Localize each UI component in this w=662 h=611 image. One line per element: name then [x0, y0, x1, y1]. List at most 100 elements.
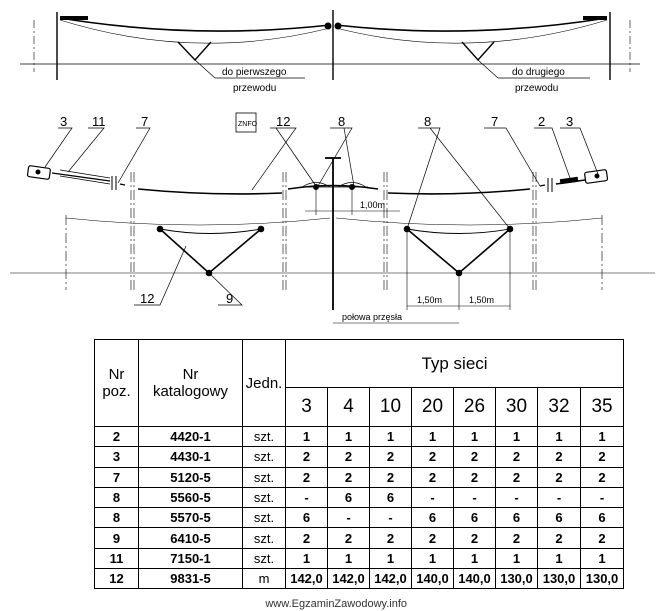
cell-value: 6: [285, 507, 328, 529]
cell-value: 2: [579, 446, 625, 468]
cell-value: 2: [327, 446, 370, 468]
cell-value: 2: [453, 466, 496, 488]
cell-value: 140,0: [411, 568, 454, 590]
cell-poz: 8: [94, 486, 139, 509]
anchor-right: [584, 169, 609, 184]
cell-value: 2: [537, 446, 581, 468]
conductor-left: [59, 17, 331, 32]
cell-value: 2: [411, 466, 454, 488]
cell-value: 6: [327, 486, 370, 509]
cell-poz: 2: [94, 425, 139, 448]
callout-11: 11: [92, 114, 106, 129]
cell-value: 130,0: [537, 568, 581, 590]
cell-value: 1: [411, 425, 454, 448]
callout-8-center: 8: [338, 114, 345, 129]
cell-poz: 9: [94, 527, 139, 549]
cell-katalog: 9831-5: [138, 568, 243, 590]
bridle-left: [177, 41, 212, 62]
callout-12-bottom: 12: [140, 291, 154, 306]
header-type-30: 30: [495, 387, 538, 427]
cell-jedn: szt.: [242, 507, 286, 529]
cell-value: -: [537, 486, 581, 509]
cell-value: -: [411, 486, 454, 509]
cell-value: 142,0: [369, 568, 412, 590]
cell-value: 2: [327, 527, 370, 549]
cell-value: 2: [285, 466, 328, 488]
cell-value: 1: [327, 425, 370, 448]
callout-3-left: 3: [60, 114, 67, 129]
cell-value: 1: [327, 547, 370, 570]
cell-value: -: [579, 486, 625, 509]
cell-poz: 8: [94, 507, 139, 529]
callout-7-left: 7: [141, 114, 148, 129]
cell-value: -: [327, 507, 370, 529]
cell-value: 1: [285, 547, 328, 570]
cell-value: -: [285, 486, 328, 509]
zn-logo: ZNFO: [235, 112, 258, 133]
cell-jedn: szt.: [242, 547, 286, 570]
header-type-20: 20: [411, 387, 454, 427]
cell-value: 1: [579, 425, 625, 448]
cell-jedn: szt.: [242, 486, 286, 509]
cell-value: 1: [453, 425, 496, 448]
cell-jedn: m: [242, 568, 286, 590]
cell-value: 130,0: [579, 568, 625, 590]
svg-text:ZNFO: ZNFO: [238, 121, 258, 128]
cell-value: 1: [453, 547, 496, 570]
header-type-3: 3: [285, 387, 328, 427]
bridle-right: [461, 41, 495, 62]
callout-9: 9: [226, 291, 233, 306]
cell-value: 1: [285, 425, 328, 448]
cell-value: 6: [495, 507, 538, 529]
cell-value: 6: [579, 507, 625, 529]
cell-jedn: szt.: [242, 527, 286, 549]
cell-value: 2: [495, 446, 538, 468]
header-type-4: 4: [327, 387, 370, 427]
cell-jedn: szt.: [242, 466, 286, 488]
cell-jedn: szt.: [242, 425, 286, 448]
dim-150-left: 1,50m: [417, 295, 442, 305]
cell-value: 2: [579, 527, 625, 549]
header-type-32: 32: [537, 387, 581, 427]
cell-value: 2: [537, 466, 581, 488]
label-second-sub: przewodu: [515, 83, 558, 94]
conductor-right: [335, 17, 608, 32]
cell-poz: 7: [94, 466, 139, 488]
label-first-sub: przewodu: [233, 83, 276, 94]
cell-value: 1: [537, 547, 581, 570]
cable-installation-drawing: do pierwszego przewodu do drugiego przew…: [10, 10, 655, 324]
cell-value: -: [369, 507, 412, 529]
cell-value: 2: [495, 527, 538, 549]
callout-12-top: 12: [276, 114, 290, 129]
cell-value: 6: [537, 507, 581, 529]
cell-katalog: 4420-1: [138, 425, 243, 448]
cell-value: -: [453, 486, 496, 509]
cell-value: 2: [453, 446, 496, 468]
cell-value: 2: [285, 446, 328, 468]
cell-value: 142,0: [285, 568, 328, 590]
cell-value: -: [495, 486, 538, 509]
cell-value: 2: [537, 527, 581, 549]
cell-value: 2: [369, 466, 412, 488]
cell-katalog: 5120-5: [138, 466, 243, 488]
label-second: do drugiego: [512, 67, 565, 78]
callout-8-right: 8: [424, 114, 431, 129]
cell-value: 2: [411, 446, 454, 468]
callout-3-right: 3: [566, 114, 573, 129]
detail-drawing: [10, 127, 655, 324]
cell-value: 1: [495, 425, 538, 448]
cell-value: 1: [411, 547, 454, 570]
cell-katalog: 5560-5: [138, 486, 243, 509]
cell-jedn: szt.: [242, 446, 286, 468]
bridle-right-detail: [406, 228, 511, 275]
anchor-left: [26, 165, 51, 180]
header-jedn: Jedn.: [242, 339, 286, 427]
cell-poz: 12: [94, 568, 139, 590]
cell-value: 6: [369, 486, 412, 509]
